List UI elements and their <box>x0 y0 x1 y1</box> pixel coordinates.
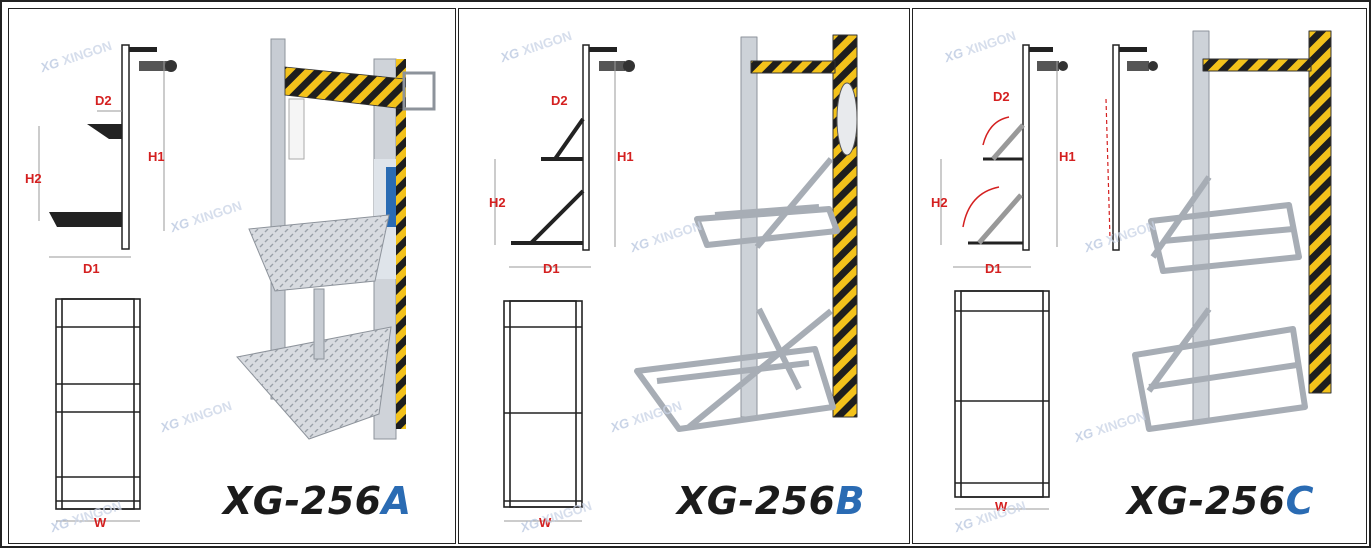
panel-xg-256b: D2 H1 H2 D1 W XGXINGON XGXINGON XGXINGON… <box>458 8 910 544</box>
dim-label-h2: H2 <box>25 171 42 186</box>
panel-xg-256a: D2 H1 H2 D1 W XGXINGON XGXINGON XGXINGON… <box>8 8 456 544</box>
front-view-diagram-b <box>503 300 583 522</box>
folding-step-render-c <box>1132 30 1332 432</box>
side-profile-diagram-b <box>494 44 635 268</box>
dim-label-w: W <box>539 515 552 530</box>
panel-xg-256c: D2 H1 H2 D1 W XGXINGON XGXINGON XGXINGON… <box>912 8 1367 544</box>
dim-label-h2: H2 <box>931 195 948 210</box>
folded-profile-diagram-c <box>1105 44 1158 251</box>
dim-label-h1: H1 <box>617 149 634 164</box>
dim-label-d2: D2 <box>95 93 112 108</box>
panel-a-drawing <box>38 38 436 522</box>
dim-label-h2: H2 <box>489 195 506 210</box>
dim-label-d2: D2 <box>551 93 568 108</box>
dim-label-d1: D1 <box>543 261 560 276</box>
front-view-diagram-c <box>954 290 1050 510</box>
dim-label-h1: H1 <box>148 149 165 164</box>
side-profile-diagram-c <box>940 44 1068 268</box>
side-profile-diagram-a <box>38 44 177 258</box>
dim-label-w: W <box>995 499 1008 514</box>
dim-label-h1: H1 <box>1059 149 1076 164</box>
dim-label-w: W <box>94 515 107 530</box>
dim-label-d1: D1 <box>83 261 100 276</box>
model-title-b: XG-256B <box>677 479 866 523</box>
folding-frame-render-b <box>634 34 858 432</box>
front-view-diagram-a <box>55 298 141 522</box>
panel-c-drawing <box>940 30 1332 510</box>
dim-label-d2: D2 <box>993 89 1010 104</box>
panel-b-drawing <box>494 34 858 522</box>
dim-label-d1: D1 <box>985 261 1002 276</box>
step-product-render-a <box>236 38 436 440</box>
model-title-c: XG-256C <box>1127 479 1314 523</box>
model-title-a: XG-256A <box>223 479 412 523</box>
